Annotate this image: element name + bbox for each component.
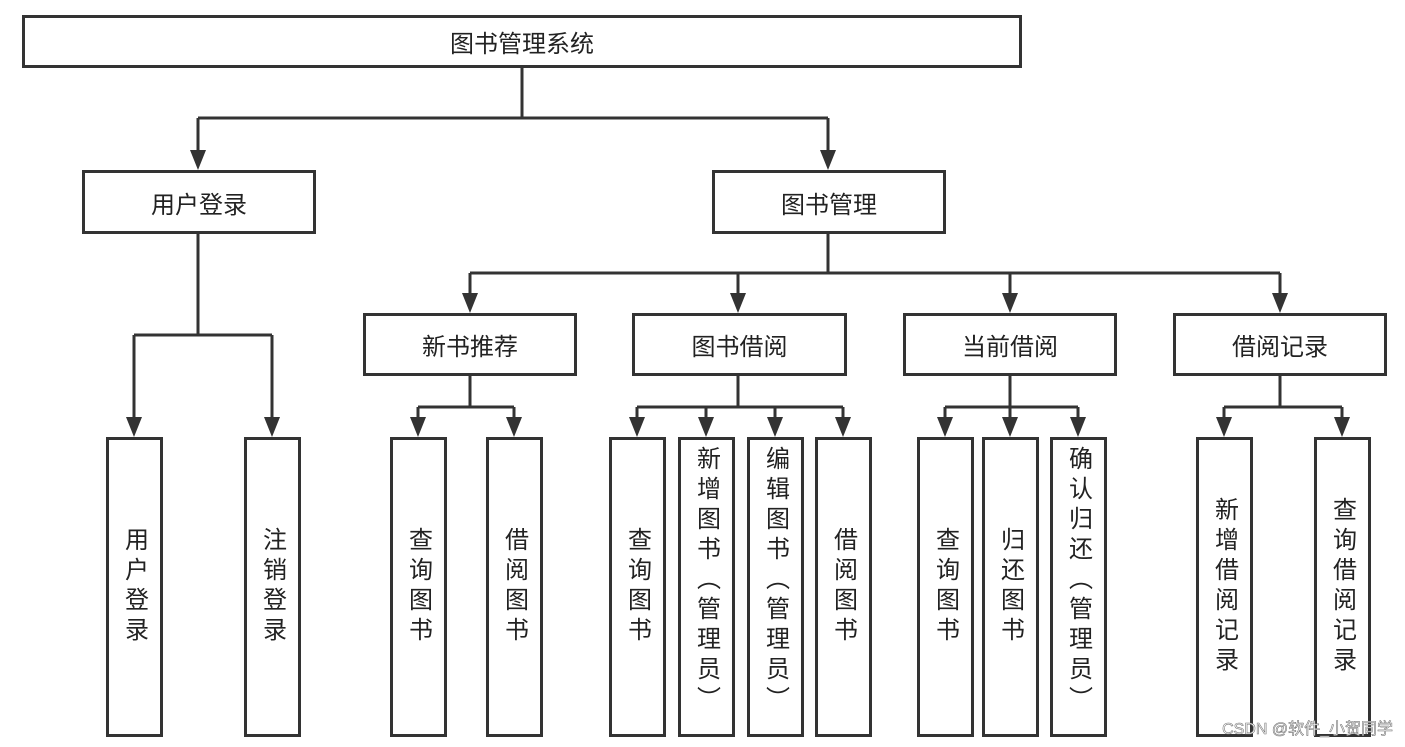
arrow-head-icon	[462, 293, 478, 313]
node-label: 借阅图书	[829, 527, 858, 647]
node-label: 图书借阅	[691, 333, 788, 361]
node-label: 新增借阅记录	[1210, 497, 1239, 677]
node-label: 图书管理系统	[450, 30, 594, 58]
node-label: 归还图书	[996, 527, 1025, 647]
arrow-head-icon	[506, 417, 522, 437]
arrow-head-icon	[1216, 417, 1232, 437]
node-label: 图书管理	[781, 190, 877, 219]
node-label: 新增图书（管理员）	[692, 446, 721, 716]
root-node: 图书管理系统	[22, 15, 1022, 68]
leaf-node: 查询图书	[609, 437, 666, 737]
arrow-head-icon	[264, 417, 280, 437]
arrow-head-icon	[629, 417, 645, 437]
module-node-user-login: 用户登录	[82, 170, 316, 234]
leaf-node: 新增借阅记录	[1196, 437, 1253, 737]
leaf-node: 确认归还（管理员）	[1050, 437, 1107, 737]
arrow-head-icon	[698, 417, 714, 437]
node-label: 用户登录	[120, 527, 149, 647]
leaf-node: 查询借阅记录	[1314, 437, 1371, 737]
node-label: 借阅记录	[1232, 333, 1328, 361]
node-label: 用户登录	[151, 190, 247, 219]
arrow-head-icon	[937, 417, 953, 437]
node-label: 查询图书	[404, 527, 433, 647]
leaf-node: 查询图书	[917, 437, 974, 737]
leaf-node: 注销登录	[244, 437, 301, 737]
leaf-node: 归还图书	[982, 437, 1039, 737]
leaf-node: 新增图书（管理员）	[678, 437, 735, 737]
node-label: 查询图书	[931, 527, 960, 647]
node-label: 确认归还（管理员）	[1064, 446, 1093, 716]
arrow-head-icon	[1002, 417, 1018, 437]
leaf-node: 借阅图书	[815, 437, 872, 737]
arrow-head-icon	[767, 417, 783, 437]
arrow-head-icon	[126, 417, 142, 437]
leaf-node: 编辑图书（管理员）	[747, 437, 804, 737]
arrow-head-icon	[835, 417, 851, 437]
leaf-node: 查询图书	[390, 437, 447, 737]
arrow-head-icon	[730, 293, 746, 313]
arrow-head-icon	[190, 150, 206, 170]
node-label: 新书推荐	[422, 333, 518, 361]
submodule-node: 当前借阅	[903, 313, 1117, 376]
watermark: CSDN @软件_小贺同学	[1222, 721, 1394, 739]
arrow-head-icon	[1272, 293, 1288, 313]
submodule-node: 借阅记录	[1173, 313, 1387, 376]
leaf-node: 借阅图书	[486, 437, 543, 737]
arrow-head-icon	[1334, 417, 1350, 437]
arrow-head-icon	[1070, 417, 1086, 437]
node-label: 编辑图书（管理员）	[761, 446, 790, 716]
arrow-head-icon	[820, 150, 836, 170]
submodule-node: 新书推荐	[363, 313, 577, 376]
node-label: 借阅图书	[500, 527, 529, 647]
node-label: 当前借阅	[962, 333, 1058, 361]
arrow-head-icon	[410, 417, 426, 437]
module-node-book-management: 图书管理	[712, 170, 946, 234]
arrow-head-icon	[1002, 293, 1018, 313]
leaf-node: 用户登录	[106, 437, 163, 737]
node-label: 查询图书	[623, 527, 652, 647]
node-label: 查询借阅记录	[1328, 497, 1357, 677]
node-label: 注销登录	[258, 527, 287, 647]
submodule-node: 图书借阅	[632, 313, 847, 376]
